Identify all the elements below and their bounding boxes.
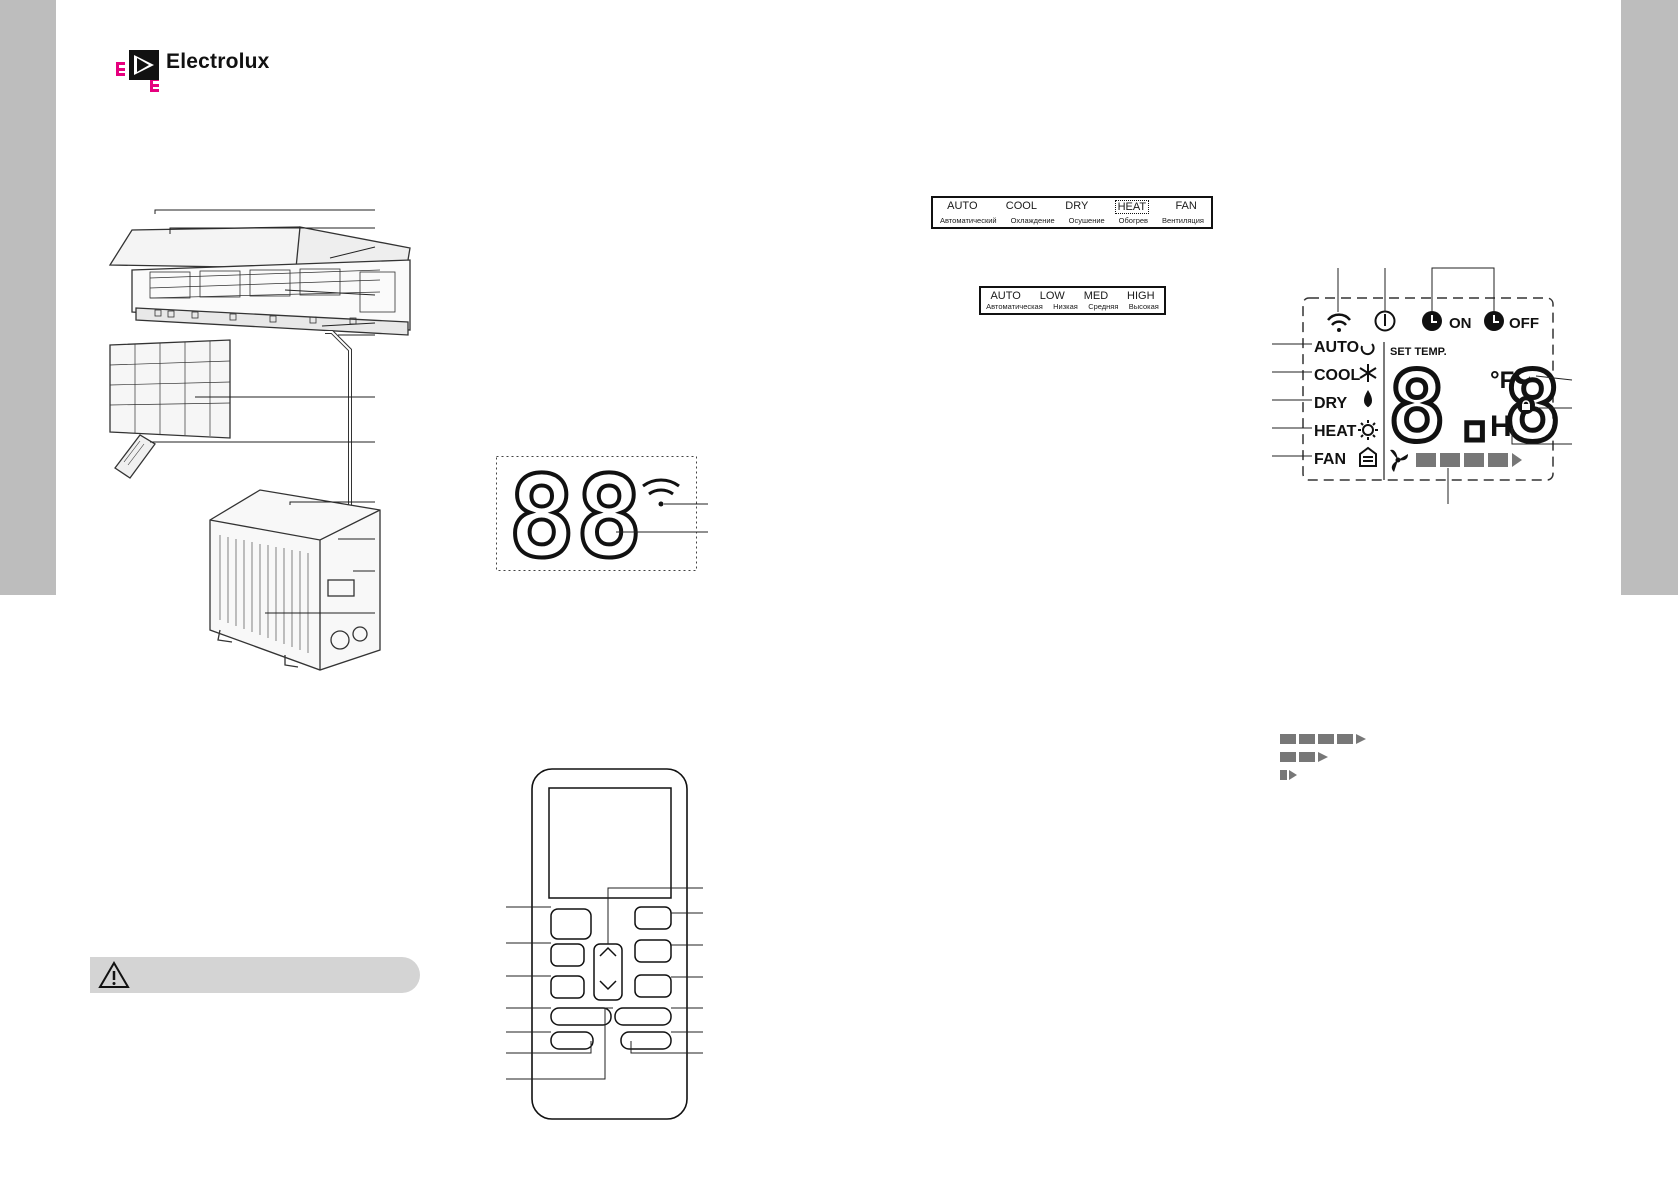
remote-screen (548, 787, 672, 899)
fan-label-auto: AUTO (990, 290, 1021, 302)
unit-fahrenheit-label: °F (1490, 367, 1514, 394)
set-temp-label: SET TEMP. (1390, 346, 1447, 358)
air-conditioner-parts-diagram (108, 209, 411, 671)
mode-translation-heat: Обогрев (1118, 216, 1149, 225)
brand-name: Electrolux (166, 50, 270, 73)
fan-translation-high: Высокая (1128, 302, 1159, 311)
mode-translation-dry: Осушение (1068, 216, 1105, 225)
mode-label-heat: HEAT (1114, 200, 1150, 214)
temp-down-arrow-icon (599, 980, 617, 991)
lcd-temperature-digits: 8.8 (1388, 351, 1561, 463)
lcd-mode-fan: FAN (1314, 451, 1346, 468)
timer-off-label: OFF (1509, 315, 1539, 332)
left-page-margin-band (0, 0, 56, 595)
fan-translation-med: Средняя (1088, 302, 1119, 311)
mode-label-dry: DRY (1065, 200, 1089, 212)
remote-body (531, 768, 688, 1120)
unit-hour-label: H (1490, 410, 1512, 443)
remote-button-power (550, 908, 592, 940)
lcd-mode-auto: AUTO (1314, 339, 1359, 356)
lcd-mode-dry: DRY (1314, 395, 1348, 412)
warning-triangle-icon (98, 961, 130, 988)
fan-icon (1390, 449, 1408, 472)
timer-on-label: ON (1449, 315, 1472, 332)
ventilation-icon (1359, 446, 1377, 467)
warning-banner (90, 957, 420, 993)
electrolux-logo-icon (116, 50, 159, 92)
temp-up-arrow-icon (599, 946, 617, 957)
operation-mode-cycle: AUTO COOL DRY HEAT FAN Автоматический Ох… (931, 196, 1213, 229)
indoor-unit-display-panel: 88 (496, 451, 708, 585)
lcd-mode-heat: HEAT (1314, 423, 1357, 440)
remote-button-sleep (550, 1007, 612, 1026)
power-icon (1374, 310, 1396, 332)
remote-button-low-right (634, 974, 672, 998)
remote-control-diagram (506, 768, 703, 1120)
right-page-margin-band (1621, 0, 1678, 595)
remote-lcd-display-diagram: ON OFF AUTO COOL DRY HEAT FAN SET TEMP. … (1272, 267, 1573, 504)
remote-button-timer-on (550, 1031, 594, 1050)
fan-label-high: HIGH (1127, 290, 1155, 302)
remote-button-mode (550, 943, 585, 967)
indoor-display-digits: 88 (508, 453, 643, 583)
mode-label-auto: AUTO (947, 200, 978, 212)
fan-translation-low: Низкая (1053, 302, 1078, 311)
remote-button-timer-off (620, 1031, 672, 1050)
fan-speed-bar (1416, 453, 1522, 467)
remote-button-turbo (614, 1007, 672, 1026)
sleep-icon (1514, 368, 1530, 384)
wifi-icon (642, 478, 680, 507)
remote-button-top-right (634, 906, 672, 930)
remote-button-fan (550, 975, 585, 999)
remote-temperature-rocker (593, 943, 623, 1001)
sun-icon (1358, 420, 1378, 440)
wifi-icon (1327, 313, 1351, 332)
lcd-mode-cool: COOL (1314, 367, 1360, 384)
fan-label-med: MED (1083, 290, 1109, 302)
droplet-icon (1364, 390, 1372, 408)
auto-cycle-icon (1360, 343, 1375, 356)
clock-on-icon (1422, 311, 1442, 331)
remote-button-mid-right (634, 939, 672, 963)
lock-icon (1517, 396, 1535, 414)
fan-speed-cycle: AUTO LOW MED HIGH Автоматическая Низкая … (979, 286, 1166, 315)
fan-speed-levels-legend (1280, 734, 1366, 780)
mode-label-fan: FAN (1175, 200, 1197, 212)
fan-label-low: LOW (1039, 290, 1065, 302)
clock-off-icon (1484, 311, 1504, 331)
mode-translation-auto: Автоматический (939, 216, 997, 225)
snowflake-icon (1359, 364, 1377, 382)
mode-label-cool: COOL (1005, 200, 1037, 212)
mode-translation-fan: Вентиляция (1162, 216, 1204, 225)
fan-translation-auto: Автоматическая (986, 302, 1043, 311)
mode-translation-cool: Охлаждение (1010, 216, 1055, 225)
